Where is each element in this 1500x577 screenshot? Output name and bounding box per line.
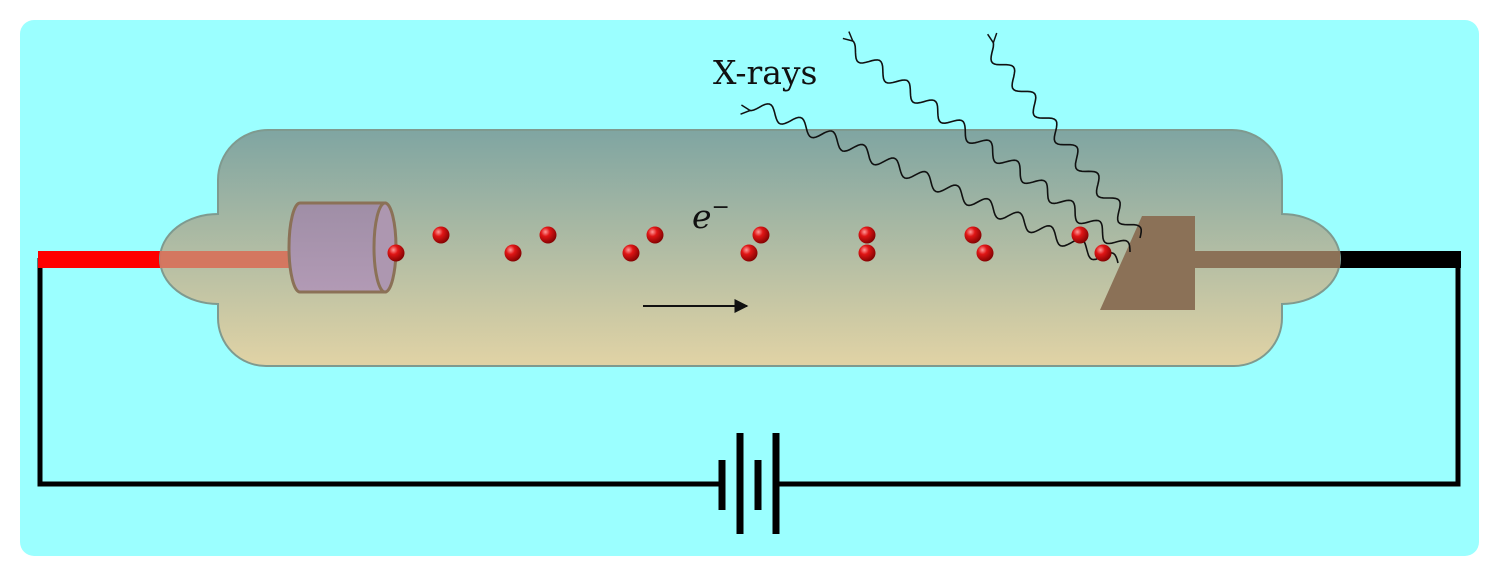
wavy-arrow-icon	[991, 42, 1142, 239]
circuit-wire-left	[37, 258, 722, 487]
circuit-wire-right	[776, 258, 1461, 487]
electron-sphere-icon	[964, 226, 982, 244]
anode-lead-wire	[1335, 251, 1461, 268]
battery-icon	[718, 433, 780, 534]
wavy-arrow-icon	[852, 40, 1131, 253]
electron-sphere-icon	[1071, 226, 1089, 244]
electron-sphere-icon	[646, 226, 664, 244]
cathode-inner-lead	[160, 251, 295, 268]
cylinder-cathode-icon	[287, 201, 398, 294]
anode-target-icon	[1100, 216, 1195, 310]
circuit	[37, 258, 1461, 487]
electron-sphere-icon	[740, 244, 758, 262]
electron-sphere-icon	[752, 226, 770, 244]
electron-sphere-icon	[622, 244, 640, 262]
anode-inner-stem	[1190, 251, 1340, 268]
electron-sphere-icon	[387, 244, 405, 262]
xray-photons	[749, 40, 1142, 264]
electron-sphere-icon	[976, 244, 994, 262]
xrays-label: X-rays	[713, 53, 818, 92]
electron-sphere-icon	[539, 226, 557, 244]
electron-sphere-icon	[504, 244, 522, 262]
electron-sphere-icon	[858, 226, 876, 244]
wavy-arrow-icon	[749, 103, 1119, 264]
electron-label: e−	[692, 195, 730, 236]
electron-beam	[387, 226, 1112, 262]
electron-symbol: e	[692, 197, 712, 236]
electron-sphere-icon	[858, 244, 876, 262]
electron-charge: −	[712, 195, 730, 220]
electron-sphere-icon	[432, 226, 450, 244]
electron-sphere-icon	[1094, 244, 1112, 262]
cathode-lead-wire	[38, 251, 163, 268]
